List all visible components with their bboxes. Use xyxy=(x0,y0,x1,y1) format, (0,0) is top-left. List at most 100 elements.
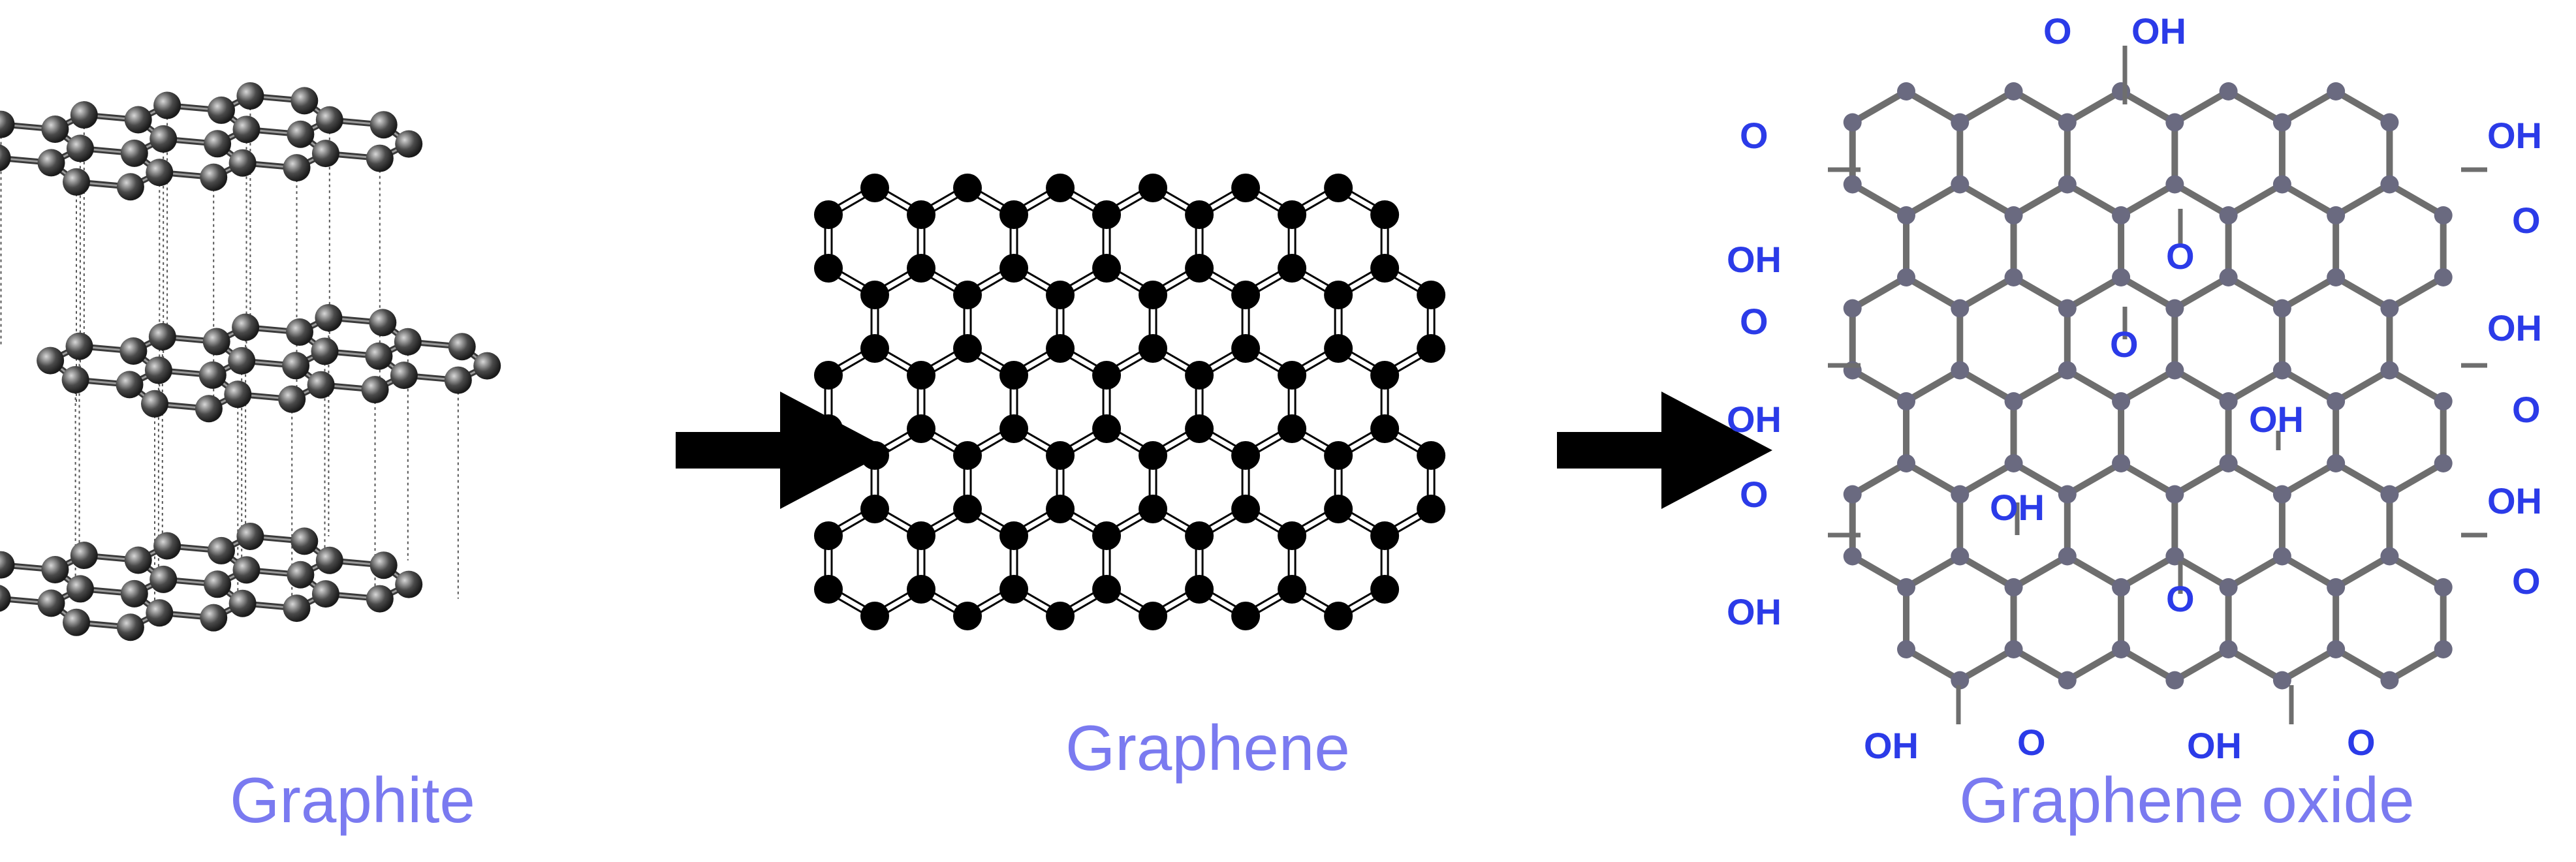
graphite-atom xyxy=(236,82,264,110)
graphite-atom xyxy=(229,590,257,617)
graphene-atom xyxy=(1231,441,1260,470)
oxide-atom xyxy=(2058,547,2077,566)
oxide-bond xyxy=(1853,91,1906,123)
graphene-atom xyxy=(907,575,935,604)
graphite-atom xyxy=(67,134,94,162)
graphene-atom xyxy=(953,602,982,630)
hydroxyl-label: OH xyxy=(1990,486,2045,529)
graphite-atom xyxy=(0,551,15,579)
oxide-bond xyxy=(2229,91,2282,123)
oxide-bond xyxy=(2067,371,2121,402)
graphite-atom xyxy=(117,613,144,641)
oxide-atom xyxy=(1844,547,1862,566)
oxide-atom xyxy=(2220,392,2238,410)
graphene-atom xyxy=(907,254,935,283)
graphene-atom xyxy=(1231,174,1260,202)
graphene-atom xyxy=(999,575,1028,604)
oxide-bond xyxy=(1960,185,2013,216)
oxide-bond xyxy=(2336,463,2389,495)
oxide-atom xyxy=(2273,114,2291,132)
oxide-atom xyxy=(2005,206,2023,224)
oxide-atom xyxy=(2112,206,2130,224)
oxide-atom xyxy=(2220,640,2238,658)
graphite-atom xyxy=(203,328,230,355)
graphene-atom xyxy=(1092,254,1121,283)
oxide-atom xyxy=(2434,640,2453,658)
oxide-atom xyxy=(2380,485,2398,504)
carboxyl-oxo-label: O xyxy=(2512,199,2541,241)
graphite-atom xyxy=(315,304,342,331)
graphene-atom xyxy=(860,334,889,363)
graphene-atom xyxy=(1370,575,1399,604)
graphene-atom xyxy=(953,281,982,309)
graphite-atom xyxy=(153,92,181,119)
oxide-atom xyxy=(2220,82,2238,100)
oxide-atom xyxy=(1897,82,1915,100)
graphite-atom xyxy=(395,571,422,598)
graphite-atom xyxy=(370,551,398,579)
oxide-atom xyxy=(2327,454,2345,472)
graphene-atom xyxy=(999,200,1028,229)
oxide-bond xyxy=(1960,649,2013,681)
graphene-structure xyxy=(814,174,1445,630)
graphite-atom xyxy=(448,333,476,360)
carboxyl-hydroxyl-label: OH xyxy=(2487,480,2542,522)
graphene-atom xyxy=(1185,521,1214,550)
oxide-atom xyxy=(2327,82,2345,100)
graphite-atom xyxy=(224,380,251,408)
oxide-atom xyxy=(2273,485,2291,504)
oxide-atom xyxy=(2165,176,2184,194)
graphite-atom xyxy=(71,542,98,569)
graphene-atom xyxy=(1231,602,1260,630)
graphene-atom xyxy=(1324,334,1353,363)
oxide-atom xyxy=(1951,114,1969,132)
carboxyl-oxo-label: O xyxy=(1740,473,1768,516)
oxide-atom xyxy=(1844,114,1862,132)
graphite-atom xyxy=(117,173,144,200)
carboxyl-oxo-label: O xyxy=(2512,388,2541,431)
oxide-bond xyxy=(1853,463,1906,495)
graphene-atom xyxy=(953,174,982,202)
oxide-bond xyxy=(1960,91,2013,123)
oxide-bond xyxy=(2389,371,2443,402)
oxide-bond xyxy=(2067,649,2121,681)
graphite-atom xyxy=(370,111,398,138)
oxide-atom xyxy=(2165,362,2184,380)
graphene-atom xyxy=(860,174,889,202)
graphene-atom xyxy=(1278,254,1306,283)
graphite-atom xyxy=(41,115,69,143)
graphene-atom xyxy=(1370,521,1399,550)
graphite-atom xyxy=(291,527,318,555)
oxide-bond xyxy=(2336,557,2389,588)
oxide-bond xyxy=(2229,557,2282,588)
graphene-atom xyxy=(1185,414,1214,443)
oxide-bond xyxy=(1960,371,2013,402)
graphite-atom xyxy=(208,97,235,124)
oxide-atom xyxy=(2327,206,2345,224)
oxide-bond xyxy=(2229,649,2282,681)
oxide-atom xyxy=(2380,671,2398,690)
oxide-bond xyxy=(1906,91,1960,123)
carboxyl-oxo-label: O xyxy=(2043,10,2072,52)
carboxyl-oxo-label: O xyxy=(1740,114,1768,157)
oxide-atom xyxy=(2165,300,2184,318)
graphene-atom xyxy=(1139,495,1167,523)
graphene-atom xyxy=(1278,575,1306,604)
graphite-atom xyxy=(125,546,152,574)
oxide-atom xyxy=(2005,578,2023,596)
graphite-atom xyxy=(232,314,259,341)
graphite-atom xyxy=(228,347,255,375)
graphite-layer xyxy=(0,523,422,641)
graphite-atom xyxy=(366,145,394,172)
graphene-atom xyxy=(1278,361,1306,390)
oxide-atom xyxy=(1951,362,1969,380)
graphene-atom xyxy=(1185,361,1214,390)
oxide-bond xyxy=(2067,91,2121,123)
oxide-atom xyxy=(2058,362,2077,380)
graphene-atom xyxy=(1185,200,1214,229)
graphite-atom xyxy=(121,580,148,608)
graphene-atom xyxy=(814,361,843,390)
graphite-atom xyxy=(0,585,11,612)
graphene-atom xyxy=(814,200,843,229)
oxide-atom xyxy=(2112,578,2130,596)
